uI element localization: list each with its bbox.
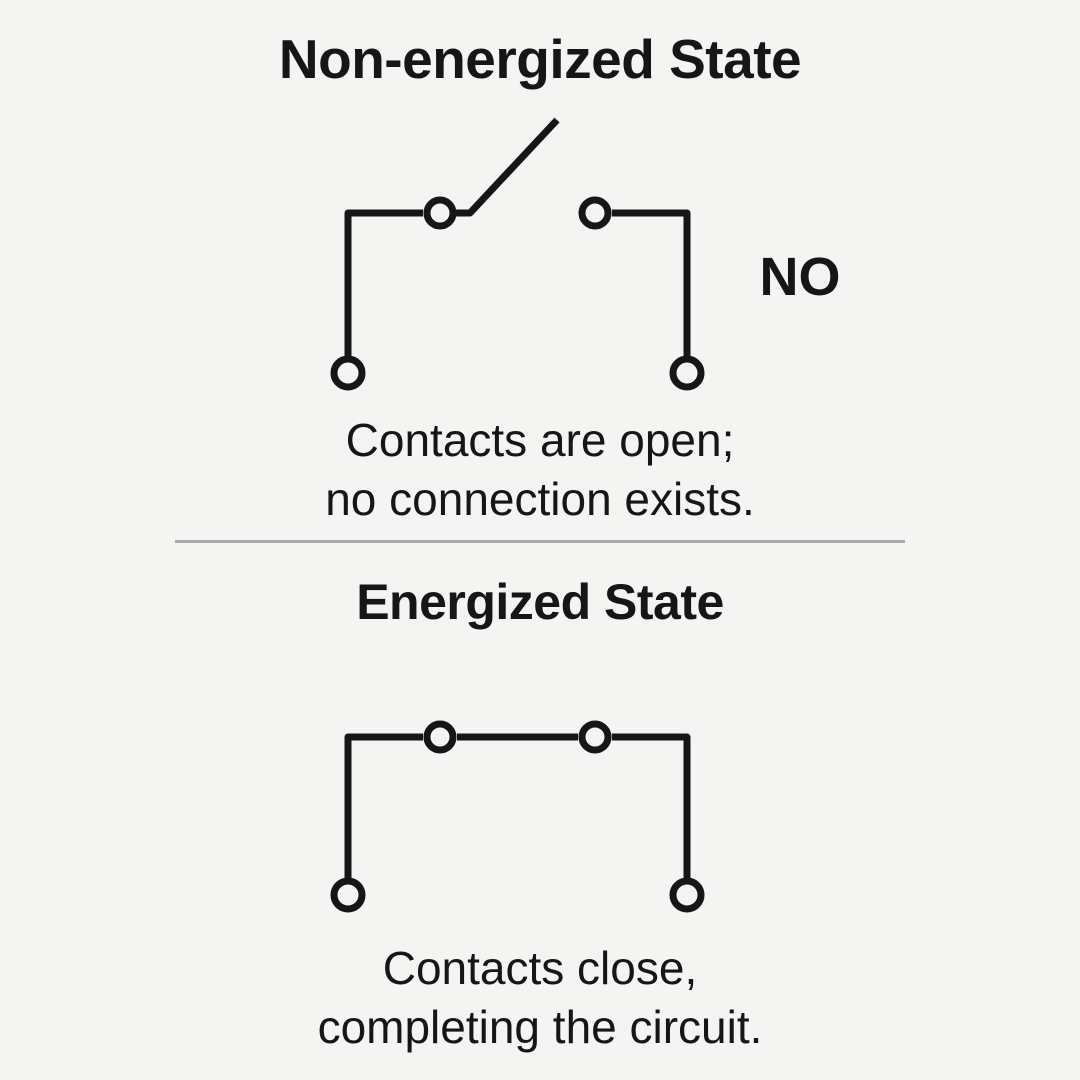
right-terminal	[669, 877, 705, 913]
non-energized-circuit-diagram: NO	[330, 117, 841, 391]
left-terminal	[330, 355, 366, 391]
left-lead-wire	[344, 209, 423, 356]
right-terminal	[669, 355, 705, 391]
left-lead-wire	[344, 733, 423, 878]
right-contact-point	[578, 196, 612, 230]
energized-circuit-diagram	[330, 720, 705, 913]
left-contact-point	[423, 196, 457, 230]
left-terminal	[330, 877, 366, 913]
left-contact-point	[423, 720, 457, 754]
caption-line: completing the circuit.	[317, 1001, 763, 1053]
caption-line: Contacts close,	[382, 942, 698, 994]
right-contact-point	[578, 720, 612, 754]
energized-title: Energized State	[356, 574, 724, 630]
caption-line: no connection exists.	[325, 473, 755, 525]
non-energized-title: Non-energized State	[278, 28, 802, 90]
energized-caption: Contacts close, completing the circuit.	[0, 939, 1080, 1057]
switch-arm-open	[455, 117, 560, 217]
no-contact-type-label: NO	[760, 247, 841, 307]
caption-line: Contacts are open;	[345, 414, 735, 466]
right-lead-wire	[612, 733, 691, 878]
right-lead-wire	[612, 209, 691, 356]
non-energized-caption: Contacts are open; no connection exists.	[0, 411, 1080, 529]
section-divider	[175, 540, 905, 543]
